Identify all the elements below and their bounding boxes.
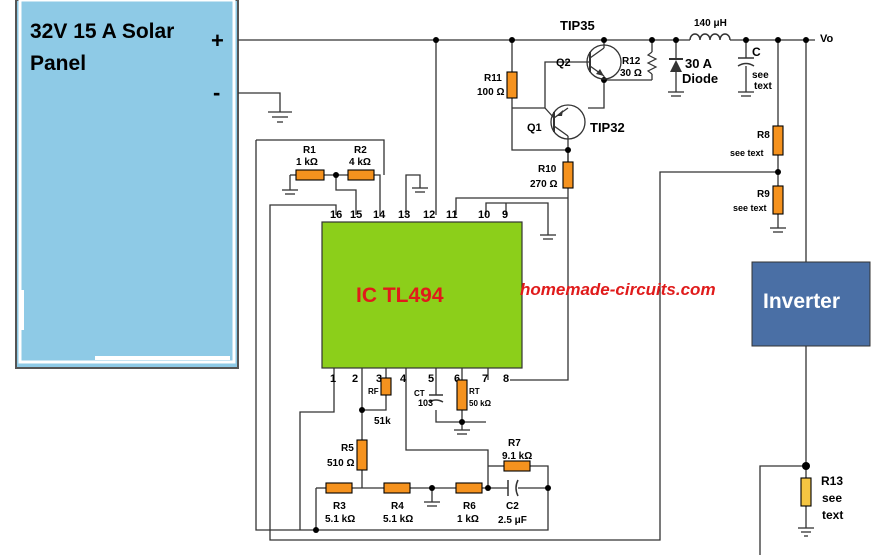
- ct-ref: CT: [414, 389, 425, 398]
- panel-minus-label: -: [213, 80, 220, 105]
- r13-ref: R13: [821, 474, 843, 488]
- r2-ref: R2: [354, 145, 367, 156]
- pin-5: 5: [428, 373, 434, 385]
- r8-value: see text: [730, 148, 764, 158]
- pin-7: 7: [482, 373, 488, 385]
- transistor-q2: TIP35 Q2: [556, 18, 622, 80]
- resistor-r11: R11 100 Ω: [477, 71, 518, 99]
- pin-4: 4: [400, 373, 407, 385]
- cap-c-note2: text: [754, 81, 772, 92]
- capacitor-c2: C2 2.5 μF: [498, 479, 527, 526]
- rf-value: 51k: [374, 416, 391, 427]
- r2-value: 4 kΩ: [349, 157, 371, 168]
- resistor-r12: R12 30 Ω: [620, 51, 658, 79]
- inverter-label: Inverter: [763, 290, 840, 313]
- pin-2: 2: [352, 373, 358, 385]
- r8-ref: R8: [757, 130, 770, 141]
- capacitor-ct: CT 103: [414, 389, 444, 408]
- output-label: Vo: [820, 33, 834, 45]
- inductor-140uh: 140 μH: [689, 18, 731, 44]
- cap-c-ref: C: [752, 45, 761, 59]
- q2-ref: Q2: [556, 57, 571, 69]
- pin-3: 3: [376, 373, 382, 385]
- panel-title-line1: 32V 15 A Solar: [30, 20, 174, 43]
- ct-value: 103: [418, 398, 433, 408]
- resistor-r13: R13 see text: [800, 474, 843, 522]
- resistor-r1: R1 1 kΩ: [295, 145, 325, 181]
- resistor-r8: R8 see text: [730, 125, 784, 158]
- pin-1: 1: [330, 373, 336, 385]
- r10-ref: R10: [538, 164, 557, 175]
- rt-value: 50 kΩ: [469, 399, 492, 408]
- diode-line2: Diode: [682, 71, 718, 86]
- pin-16: 16: [330, 209, 342, 221]
- ic-pin-labels: 16 15 14 13 12 11 10 9 1 2 3 4 5 6 7 8: [330, 209, 509, 385]
- r13-note2: text: [822, 508, 843, 522]
- r3-value: 5.1 kΩ: [325, 514, 355, 525]
- solar-panel: 32V 15 A Solar Panel + -: [15, 0, 239, 369]
- transistor-q1: TIP32 Q1: [527, 104, 625, 140]
- r11-ref: R11: [484, 73, 502, 84]
- resistor-r6: R6 1 kΩ: [455, 482, 483, 525]
- r5-ref: R5: [341, 443, 354, 454]
- r11-value: 100 Ω: [477, 87, 504, 98]
- resistor-r5: R5 510 Ω: [327, 439, 368, 471]
- diode-30a: 30 A Diode: [669, 56, 718, 92]
- ic-tl494: IC TL494: [321, 221, 523, 369]
- rt-ref: RT: [469, 387, 480, 396]
- q2-name: TIP35: [560, 18, 595, 33]
- r3-ref: R3: [333, 501, 346, 512]
- r1-value: 1 kΩ: [296, 157, 318, 168]
- ic-name: IC TL494: [356, 284, 444, 307]
- r10-value: 270 Ω: [530, 179, 557, 190]
- inverter-block: Inverter: [751, 261, 871, 347]
- pin-6: 6: [454, 373, 460, 385]
- q1-name: TIP32: [590, 120, 625, 135]
- watermark-text: homemade-circuits.com: [520, 280, 716, 299]
- r1-ref: R1: [303, 145, 316, 156]
- resistor-r9: R9 see text: [733, 185, 784, 215]
- c2-value: 2.5 μF: [498, 515, 527, 526]
- r6-ref: R6: [463, 501, 476, 512]
- pin-14: 14: [373, 209, 386, 221]
- r6-value: 1 kΩ: [457, 514, 479, 525]
- pin-9: 9: [502, 209, 508, 221]
- r4-ref: R4: [391, 501, 404, 512]
- pin-13: 13: [398, 209, 410, 221]
- ground-symbols: [268, 91, 814, 537]
- resistor-r10: R10 270 Ω: [530, 161, 574, 190]
- resistor-r3: R3 5.1 kΩ: [325, 482, 355, 525]
- r9-value: see text: [733, 203, 767, 213]
- resistor-rf: RF 51k: [368, 377, 392, 427]
- c2-ref: C2: [506, 501, 519, 512]
- r12-ref: R12: [622, 56, 641, 67]
- diode-line1: 30 A: [685, 56, 713, 71]
- pin-11: 11: [446, 209, 458, 221]
- junction-dots: [313, 37, 810, 533]
- rf-ref: RF: [368, 387, 379, 396]
- inductor-value: 140 μH: [694, 18, 727, 29]
- pin-10: 10: [478, 209, 490, 221]
- resistor-r2: R2 4 kΩ: [347, 145, 375, 181]
- panel-title-line2: Panel: [30, 52, 86, 75]
- wiring: [238, 39, 815, 555]
- capacitor-c: C see text: [737, 45, 772, 92]
- q1-ref: Q1: [527, 122, 542, 134]
- cap-c-note1: see: [752, 70, 769, 81]
- resistor-r7: R7 9.1 kΩ: [502, 438, 532, 472]
- r5-value: 510 Ω: [327, 458, 354, 469]
- resistor-r4: R4 5.1 kΩ: [383, 482, 413, 525]
- r12-value: 30 Ω: [620, 68, 642, 79]
- r7-ref: R7: [508, 438, 521, 449]
- r7-value: 9.1 kΩ: [502, 451, 532, 462]
- panel-plus-label: +: [211, 28, 224, 53]
- r4-value: 5.1 kΩ: [383, 514, 413, 525]
- r13-note1: see: [822, 491, 842, 505]
- r9-ref: R9: [757, 189, 770, 200]
- pin-12: 12: [423, 209, 435, 221]
- pin-15: 15: [350, 209, 362, 221]
- resistor-rt: RT 50 kΩ: [456, 379, 492, 411]
- pin-8: 8: [503, 373, 509, 385]
